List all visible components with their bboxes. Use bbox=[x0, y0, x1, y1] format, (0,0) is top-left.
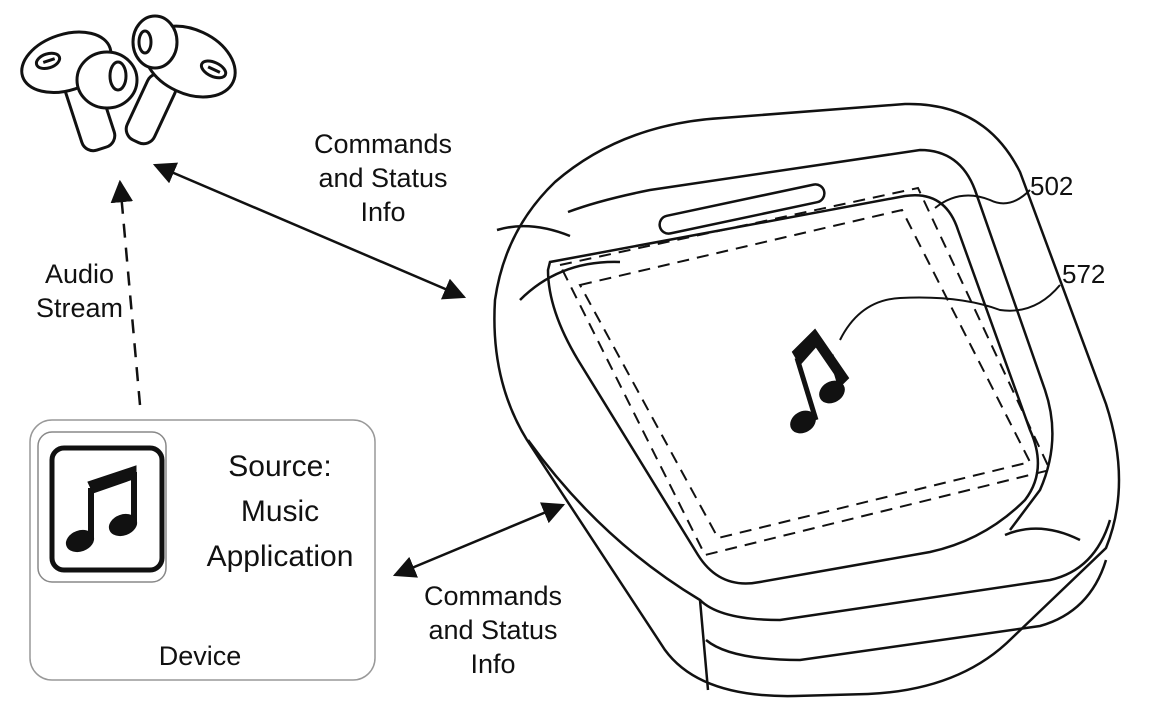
ref-572: 572 bbox=[1062, 259, 1106, 289]
leader-502 bbox=[934, 189, 1031, 209]
label-line: Application bbox=[206, 540, 354, 573]
case-music-note-icon bbox=[790, 328, 850, 434]
ref-502: 502 bbox=[1030, 171, 1074, 201]
music-app-icon bbox=[37, 431, 167, 583]
label-line: Music bbox=[240, 495, 320, 528]
case-top-face bbox=[567, 148, 1054, 531]
label-line: Info bbox=[360, 196, 406, 227]
label-line: Source: bbox=[228, 450, 332, 483]
arrow-audio-stream bbox=[110, 179, 142, 406]
lid-seam bbox=[496, 224, 571, 238]
case-bottom-band bbox=[699, 519, 1112, 622]
label-commands-bottom: Commands and Status Info bbox=[398, 580, 588, 681]
label-line: Stream bbox=[35, 292, 124, 323]
label-device: Device bbox=[158, 641, 242, 671]
label-line: and Status bbox=[318, 162, 448, 193]
earbuds-icon bbox=[20, 14, 237, 153]
case-inner-face bbox=[546, 193, 1040, 585]
label-line: Commands bbox=[423, 581, 563, 611]
arrow-commands-bottom bbox=[392, 502, 566, 578]
label-line: Info bbox=[470, 648, 516, 679]
leader-572 bbox=[839, 284, 1061, 341]
label-line: and Status bbox=[428, 614, 558, 645]
dashed-region-502 bbox=[558, 186, 1052, 557]
label-source: Source: Music Application bbox=[180, 444, 380, 579]
label-line: Commands bbox=[313, 129, 453, 159]
label-commands-top: Commands and Status Info bbox=[288, 128, 478, 229]
case-lower-edge bbox=[519, 260, 621, 301]
case-bottom-band-2 bbox=[705, 559, 1108, 662]
label-audio-stream: Audio Stream bbox=[12, 258, 147, 326]
dashed-region-572 bbox=[578, 208, 1032, 540]
charging-case bbox=[493, 102, 1121, 698]
case-outline bbox=[493, 102, 1121, 698]
case-front-left bbox=[526, 439, 710, 691]
status-light bbox=[658, 183, 826, 235]
label-line: Audio bbox=[44, 259, 115, 289]
case-side-curve bbox=[1004, 527, 1081, 542]
arrow-commands-top bbox=[152, 162, 467, 300]
